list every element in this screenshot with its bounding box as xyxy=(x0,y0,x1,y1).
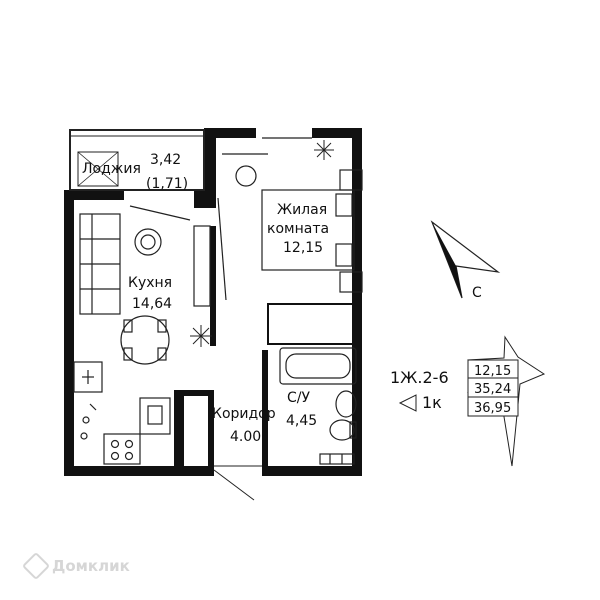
total-area-value: 35,24 xyxy=(474,382,511,397)
loggia-name: Лоджия xyxy=(82,161,141,177)
living-room-name-line2: комната xyxy=(267,221,329,237)
kitchen-name: Кухня xyxy=(128,275,172,291)
watermark-text: Домклик xyxy=(52,557,130,575)
triangle-icon xyxy=(398,394,417,412)
loggia-reduced-area: (1,71) xyxy=(146,176,188,192)
living-room-name-line1: Жилая xyxy=(277,202,327,218)
compass-north-label: С xyxy=(472,285,482,301)
living-room-furniture xyxy=(217,137,363,301)
walls xyxy=(64,128,362,476)
bathroom-fixtures xyxy=(279,347,357,465)
apartment-code: 1Ж.2-6 xyxy=(390,368,449,387)
entrance-door xyxy=(213,465,262,501)
loggia-area: 3,42 xyxy=(150,152,181,168)
living-area-value: 12,15 xyxy=(474,364,511,379)
corridor-area: 4.00 xyxy=(230,429,261,445)
total-with-loggia-value: 36,95 xyxy=(474,401,511,416)
living-room-area: 12,15 xyxy=(283,240,323,256)
kitchen-furniture xyxy=(73,205,211,465)
plant-icon xyxy=(314,140,334,160)
kitchen-area: 14,64 xyxy=(132,296,172,312)
compass-icon: С xyxy=(430,220,501,301)
logo-icon xyxy=(21,551,51,581)
bathroom-name: С/У xyxy=(287,390,310,406)
corridor-name: Коридор xyxy=(212,406,276,422)
loggia xyxy=(69,129,205,191)
plant-icon xyxy=(190,325,212,347)
apartment-info: 1Ж.2-6 1к 12,15 35,24 36,95 xyxy=(390,335,546,467)
bathroom-area: 4,45 xyxy=(286,413,317,429)
watermark: Домклик xyxy=(21,551,130,581)
apartment-type: 1к xyxy=(422,393,442,412)
